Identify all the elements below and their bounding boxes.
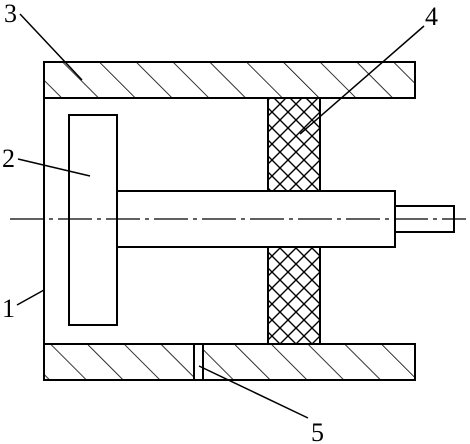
top-wall bbox=[43, 61, 416, 99]
leader-line-1 bbox=[16, 289, 45, 306]
seal-lower bbox=[267, 246, 321, 345]
seal-upper bbox=[267, 97, 321, 192]
label-part-3: 3 bbox=[4, 0, 17, 28]
piston bbox=[68, 114, 118, 326]
label-part-5: 5 bbox=[311, 418, 324, 444]
leader-line-2 bbox=[17, 158, 91, 177]
bottom-wall-right bbox=[202, 343, 416, 381]
label-part-4: 4 bbox=[425, 2, 438, 31]
bottom-wall-left bbox=[43, 343, 195, 381]
vent-port bbox=[193, 343, 204, 381]
leader-line-4 bbox=[299, 25, 425, 135]
leader-line-5 bbox=[198, 365, 309, 419]
label-part-2: 2 bbox=[2, 144, 15, 173]
label-part-1: 1 bbox=[2, 294, 15, 323]
leader-line-3 bbox=[19, 13, 83, 81]
